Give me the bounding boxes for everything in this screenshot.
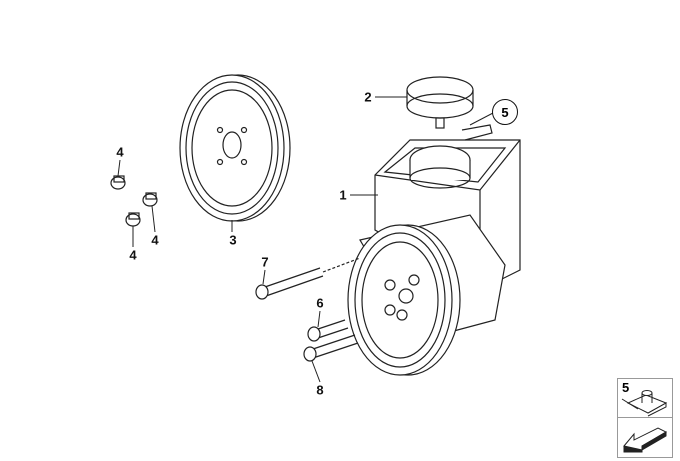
legend-box: 5 — [617, 378, 673, 458]
callout-5-circled: 5 — [492, 99, 518, 125]
callout-8: 8 — [316, 382, 324, 398]
clamp-part-5[interactable] — [461, 124, 493, 141]
callout-7: 7 — [261, 254, 269, 270]
callout-4: 4 — [129, 247, 137, 263]
pulley-part-3[interactable] — [179, 74, 291, 222]
arrow-left-icon — [623, 427, 668, 453]
legend-number: 5 — [622, 380, 630, 395]
legend-item-5[interactable]: 5 — [618, 379, 672, 418]
callout-4: 4 — [116, 144, 124, 160]
pump-pulley[interactable] — [347, 214, 506, 376]
bolt-part-8[interactable] — [303, 334, 359, 362]
callout-1: 1 — [339, 187, 347, 203]
leader-lines — [117, 96, 494, 383]
callout-2: 2 — [364, 89, 372, 105]
back-arrow-button[interactable] — [618, 418, 672, 456]
callout-4: 4 — [151, 232, 159, 248]
bolt-part-6[interactable] — [307, 319, 349, 342]
cap-part-2[interactable] — [406, 76, 474, 129]
bolt-part-7[interactable] — [255, 257, 361, 300]
clamp-icon — [621, 390, 668, 417]
callout-6: 6 — [316, 295, 324, 311]
bolt-part-4[interactable] — [110, 175, 158, 227]
callout-3: 3 — [229, 232, 237, 248]
